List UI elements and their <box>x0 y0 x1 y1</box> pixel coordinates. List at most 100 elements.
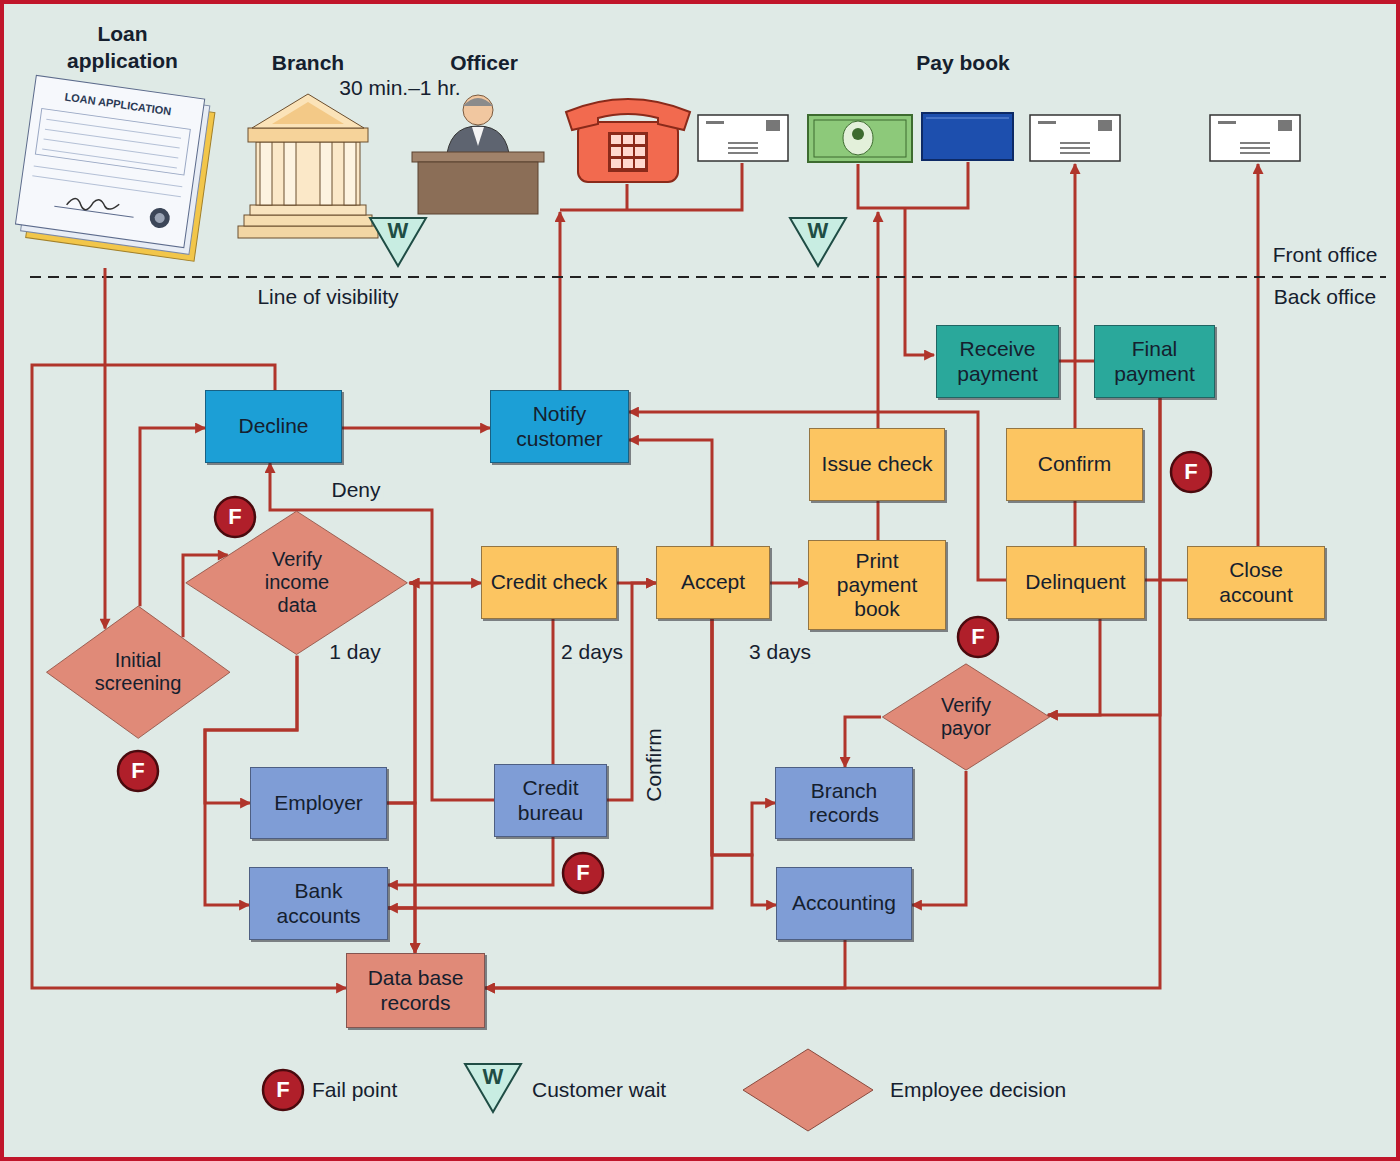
icon-heading: Officer <box>450 51 518 74</box>
record-box: Accounting <box>776 867 912 940</box>
flow-connector <box>388 908 415 953</box>
wait-marker-symbol <box>370 218 426 266</box>
icon-connectors-part <box>560 163 742 210</box>
diamond-shape <box>46 606 229 738</box>
text-block: Accounting <box>792 891 896 915</box>
process-box: Notify customer <box>490 390 629 463</box>
text-block: Receive payment <box>944 337 1051 385</box>
node-text: Print payment book <box>816 549 938 621</box>
flow-connector <box>877 501 880 540</box>
money-icon-part <box>852 128 864 140</box>
loan-application-illustration-part <box>66 195 119 214</box>
process-box: Accept <box>656 546 770 619</box>
wait-marker: W <box>388 219 409 243</box>
fail-point: F <box>131 759 144 783</box>
branch-building-part <box>248 128 368 142</box>
flow-connector <box>388 619 712 908</box>
money-icon-part <box>814 120 906 157</box>
record-box: Branch records <box>775 767 913 839</box>
text-block: Bank accounts <box>257 879 380 927</box>
flow-connector <box>485 940 845 988</box>
node-text: Issue check <box>822 452 933 476</box>
telephone-part <box>611 159 621 168</box>
text-block: Print payment book <box>816 549 938 621</box>
node-text: Accounting <box>792 891 896 915</box>
node-text: Initial screening <box>86 649 190 695</box>
fail-point-circle <box>563 853 603 893</box>
wait-triangle <box>790 218 846 266</box>
loan-officer-part <box>463 98 493 106</box>
telephone <box>566 99 690 182</box>
record-box: Bank accounts <box>249 867 388 940</box>
node-text: Bank accounts <box>257 879 380 927</box>
wait-marker-symbol <box>790 218 846 266</box>
fail-point-symbol <box>563 853 603 893</box>
text-block: Delinquent <box>1025 570 1125 594</box>
text-block: Credit check <box>491 570 608 594</box>
flow-connector <box>1145 579 1187 582</box>
money-icon-part <box>808 115 912 162</box>
flow-connector <box>387 803 415 953</box>
branch-building-part <box>260 142 272 205</box>
process-box: Confirm <box>1006 428 1143 501</box>
text-block: Decline <box>238 414 308 438</box>
loan-application-illustration-part <box>54 206 133 217</box>
pay-book-icon-part <box>922 113 1013 160</box>
branch-building-part <box>284 142 296 205</box>
icon-connectors-part <box>1257 164 1260 546</box>
text-block: Branch records <box>783 779 905 827</box>
node-text: Accept <box>681 570 745 594</box>
branch-building-part <box>250 205 366 215</box>
diamond-shape <box>882 664 1049 770</box>
flow-connector <box>388 837 553 885</box>
telephone-part <box>611 147 621 156</box>
loan-application-illustration-part <box>42 149 177 168</box>
fail-point-symbol <box>263 1070 303 1110</box>
edge-label: Confirm <box>642 725 665 805</box>
node-text: Final payment <box>1102 337 1207 385</box>
loan-officer <box>412 95 544 214</box>
telephone-part <box>635 135 645 144</box>
decision-diamond: Verify income data <box>184 510 409 656</box>
flow-connector <box>629 440 712 546</box>
flow-connector <box>1059 360 1094 363</box>
fail-point-symbol <box>118 751 158 791</box>
node-text: Credit bureau <box>502 776 599 824</box>
text-block: Credit bureau <box>502 776 599 824</box>
legend-text: Customer wait <box>532 1078 666 1102</box>
text-block: Accept <box>681 570 745 594</box>
icon-heading: Pay book <box>916 51 1009 74</box>
wait-triangle <box>465 1064 521 1112</box>
node-text: Receive payment <box>944 337 1051 385</box>
branch-building-part <box>272 102 344 124</box>
process-box: Close account <box>1187 546 1325 619</box>
money-icon-part <box>843 121 873 155</box>
process-box: Print payment book <box>808 540 946 630</box>
legend-text: Employee decision <box>890 1078 1066 1102</box>
loan-application-illustration-part <box>148 207 171 230</box>
fail-point-circle <box>1171 452 1211 492</box>
flow-connector <box>912 771 966 905</box>
money-icon <box>808 115 912 162</box>
flow-connector <box>388 583 415 908</box>
loan-application-illustration <box>14 75 217 261</box>
icon-connectors-part <box>877 212 880 428</box>
database-box: Data base records <box>346 953 485 1028</box>
process-box: Decline <box>205 390 342 463</box>
node-text: Delinquent <box>1025 570 1125 594</box>
branch-building <box>238 94 378 238</box>
branch-building-part <box>344 142 356 205</box>
envelope-icon <box>698 115 788 161</box>
pay-book-icon <box>922 113 1013 160</box>
loan-application-illustration-part <box>46 119 181 138</box>
zone-label: Line of visibility <box>257 285 398 308</box>
flow-connector <box>770 582 808 585</box>
fail-point: F <box>276 1078 289 1102</box>
flow-connector <box>485 398 1160 988</box>
loan-application-illustration-part <box>154 212 165 223</box>
pay-book-icon-part <box>926 118 1009 119</box>
flow-connector <box>410 582 481 585</box>
flow-connector <box>104 268 107 629</box>
edge-label: 1 day <box>326 640 383 663</box>
process-box: Delinquent <box>1006 546 1145 619</box>
